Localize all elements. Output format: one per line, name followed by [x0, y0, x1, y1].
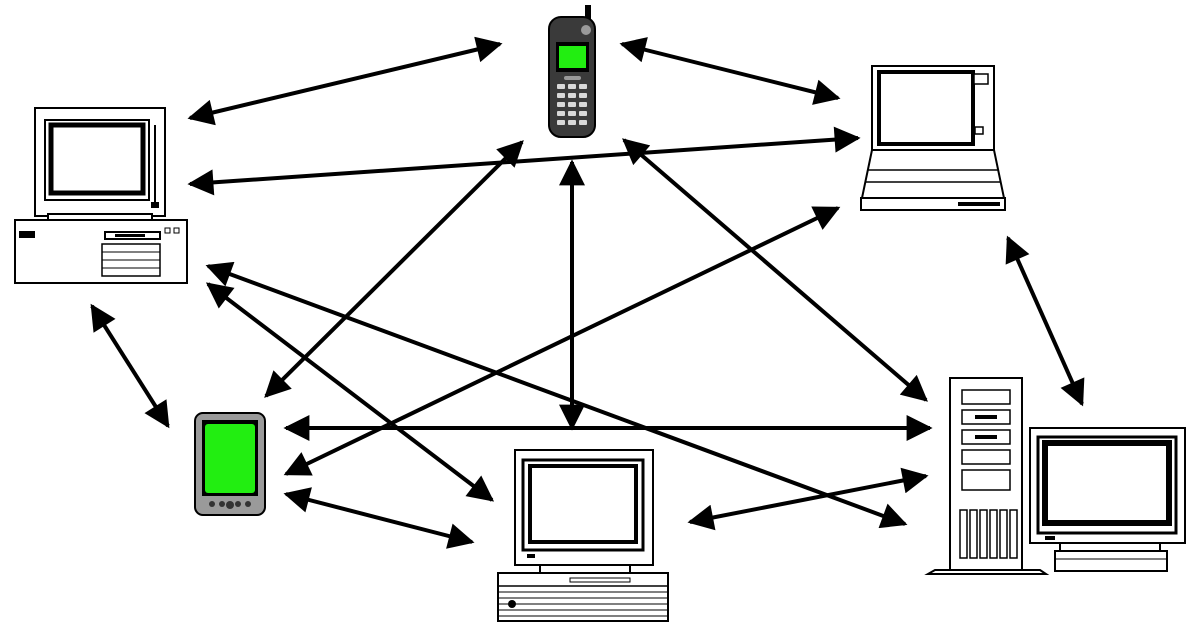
arrow-laptop-to-pda — [283, 206, 841, 476]
tower-workstation-icon — [924, 377, 1186, 575]
laptop-icon — [860, 65, 1006, 211]
pda-icon — [194, 412, 266, 516]
arrow-mobile-phone-to-pda — [264, 140, 524, 398]
arrow-mobile-phone-to-laptop — [619, 37, 841, 105]
arrow-laptop-to-tower-workstation — [1005, 235, 1085, 407]
arrow-pda-to-mac-desktop — [283, 487, 475, 549]
mac-desktop-icon — [497, 449, 669, 622]
arrow-desktop-left-to-pda — [90, 303, 170, 429]
arrow-desktop-left-to-laptop — [187, 126, 861, 196]
connection-arrows — [90, 36, 1085, 549]
arrow-mac-desktop-to-tower-workstation — [687, 467, 929, 531]
arrow-desktop-left-to-mobile-phone — [187, 36, 503, 126]
mobile-phone-icon — [548, 5, 596, 138]
desktop-computer-icon — [14, 107, 188, 284]
